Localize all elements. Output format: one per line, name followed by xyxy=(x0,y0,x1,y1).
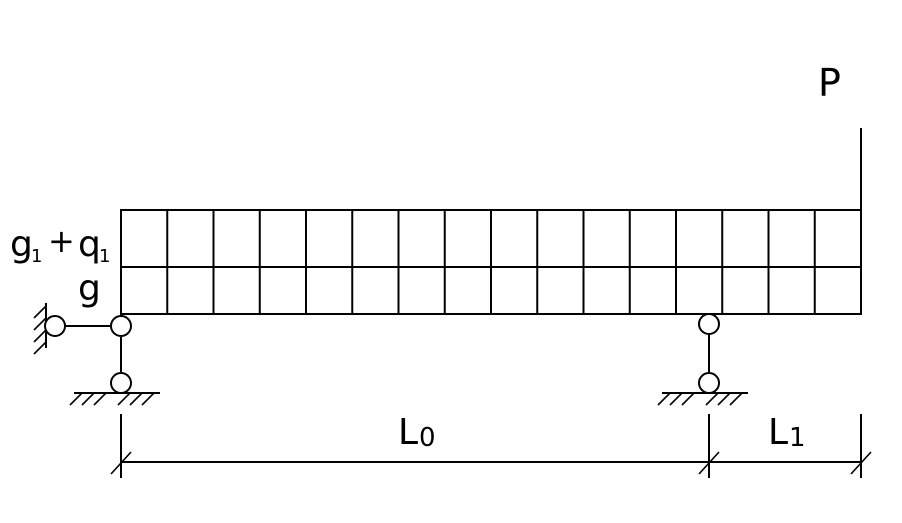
span-L1-label: L 1 xyxy=(768,412,806,453)
combined-load-g-subscript: 1 xyxy=(31,246,42,267)
distributed-load-grid xyxy=(120,209,862,315)
span-L1-letter: L xyxy=(768,412,788,453)
right-beam-hinge xyxy=(698,313,720,335)
right-ground-hinge xyxy=(698,372,720,394)
left-ground-hinge xyxy=(110,372,132,394)
combined-load-q: q xyxy=(78,224,101,265)
left-beam-hinge xyxy=(110,315,132,337)
combined-load-g: g xyxy=(10,224,33,265)
dimension-lines xyxy=(110,414,872,478)
dim-tick-middle xyxy=(698,451,720,475)
span-L0-subscript: 0 xyxy=(419,423,436,453)
span-L1-subscript: 1 xyxy=(789,423,806,453)
left-wall-hinge xyxy=(44,315,66,337)
combined-load-label: g 1 + q 1 xyxy=(10,222,110,267)
permanent-load-label: g xyxy=(78,268,101,309)
left-support xyxy=(33,303,160,406)
span-L0-label: L 0 xyxy=(398,412,436,453)
dim-tick-right xyxy=(850,451,872,475)
span-L0-letter: L xyxy=(398,412,418,453)
combined-load-plus: + xyxy=(48,222,75,260)
dim-tick-left xyxy=(110,451,132,475)
right-support xyxy=(657,313,748,406)
combined-load-q-subscript: 1 xyxy=(99,246,110,267)
point-load-label: P xyxy=(818,61,841,105)
